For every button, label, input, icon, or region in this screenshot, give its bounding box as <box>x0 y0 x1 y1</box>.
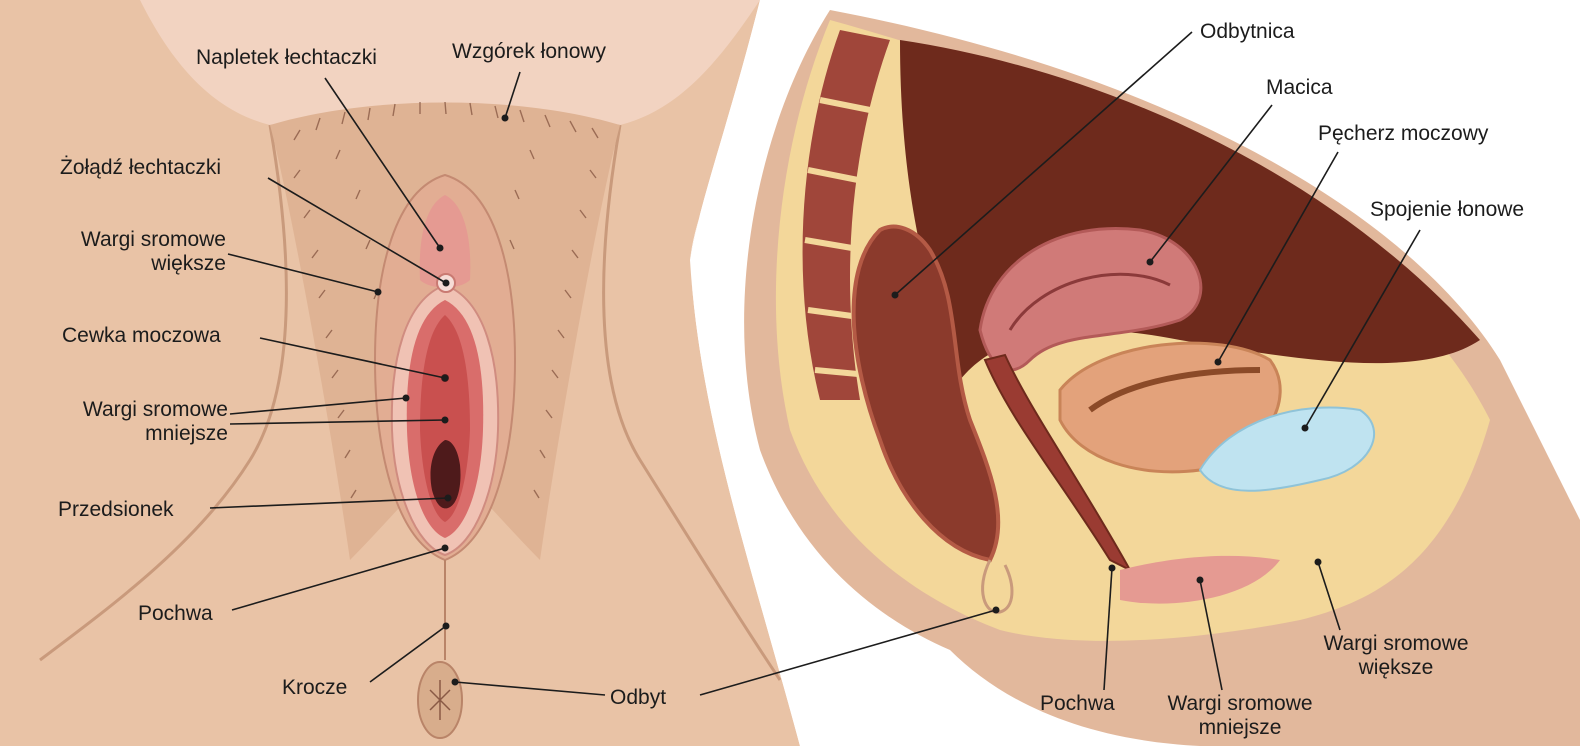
label-labia-majora-sagittal: Wargi sromowe większe <box>1296 632 1496 680</box>
label-labia-minora-sagittal: Wargi sromowe mniejsze <box>1140 692 1340 740</box>
label-uterus: Macica <box>1266 76 1333 100</box>
label-vagina-front: Pochwa <box>138 602 213 626</box>
label-clitoral-hood: Napletek łechtaczki <box>196 46 377 70</box>
label-urethra: Cewka moczowa <box>62 324 221 348</box>
label-perineum: Krocze <box>282 676 347 700</box>
label-clitoral-glans: Żołądź łechtaczki <box>60 156 221 180</box>
label-mons-pubis: Wzgórek łonowy <box>452 40 606 64</box>
label-vagina-sagittal: Pochwa <box>1040 692 1115 716</box>
label-labia-minora-front: Wargi sromowe mniejsze <box>36 398 228 446</box>
label-pubic-symphysis: Spojenie łonowe <box>1370 198 1524 222</box>
label-anus: Odbyt <box>610 686 666 710</box>
front-view-illustration <box>0 0 800 746</box>
label-vestibule: Przedsionek <box>58 498 174 522</box>
label-bladder: Pęcherz moczowy <box>1318 122 1488 146</box>
label-labia-majora-front: Wargi sromowe większe <box>36 228 226 276</box>
label-rectum: Odbytnica <box>1200 20 1295 44</box>
